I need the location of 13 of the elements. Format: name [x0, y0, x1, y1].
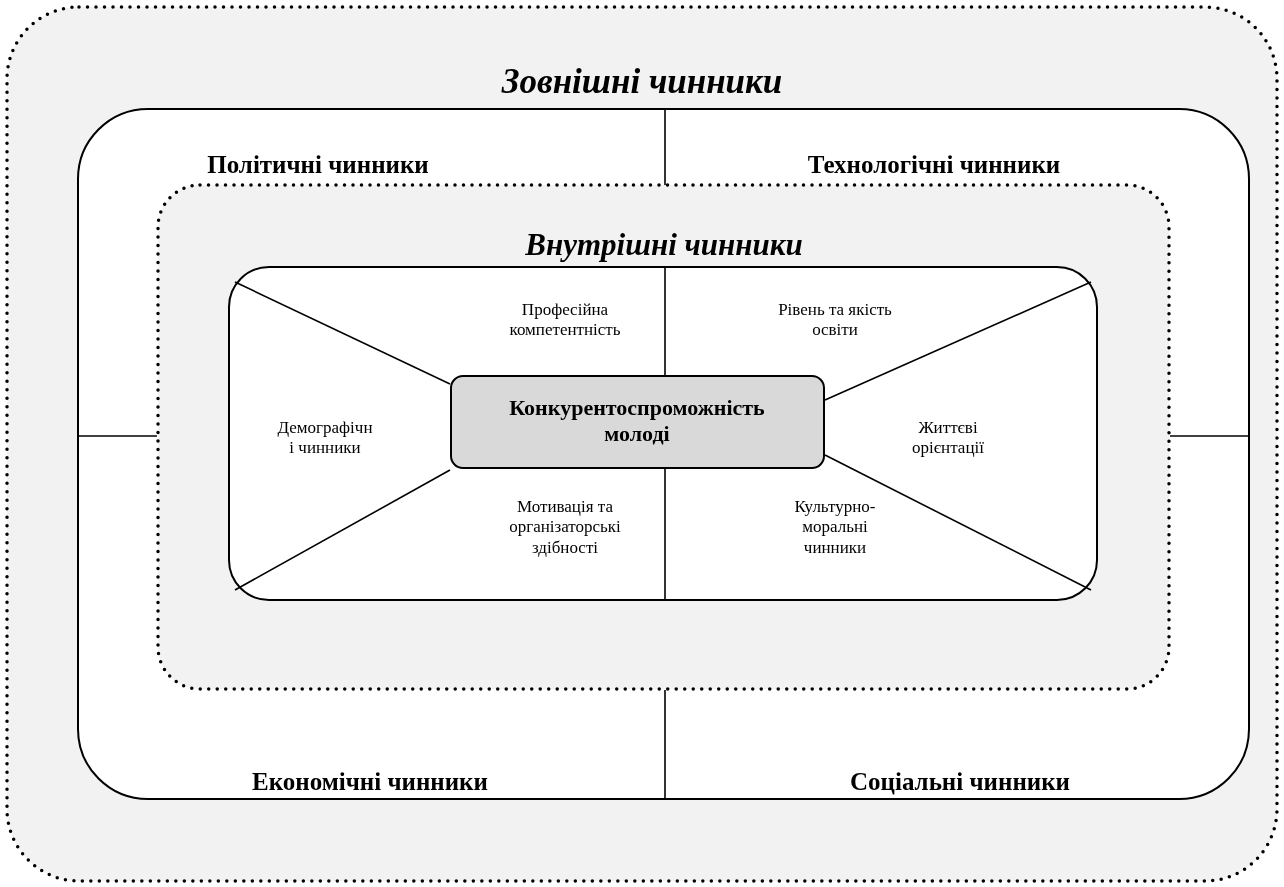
factor-label: Економічні чинники: [251, 767, 489, 797]
factor-label: Демографічн і чинники: [276, 417, 374, 459]
group-heading: Зовнішні чинники: [500, 61, 784, 103]
factor-label: Технологічні чинники: [806, 150, 1062, 180]
factor-label: Професійна компетентність: [508, 299, 622, 341]
central-label: Конкурентоспроможність молоді: [508, 394, 766, 448]
group-heading: Внутрішні чинники: [524, 226, 804, 264]
factor-label: Соціальні чинники: [849, 767, 1071, 797]
factor-label: Культурно- моральні чинники: [793, 497, 877, 559]
factor-label: Рівень та якість освіти: [777, 299, 893, 341]
factor-label: Політичні чинники: [206, 150, 430, 180]
factor-label: Життєві орієнтації: [911, 417, 985, 459]
factor-label: Мотивація та організаторські здібності: [508, 497, 622, 559]
